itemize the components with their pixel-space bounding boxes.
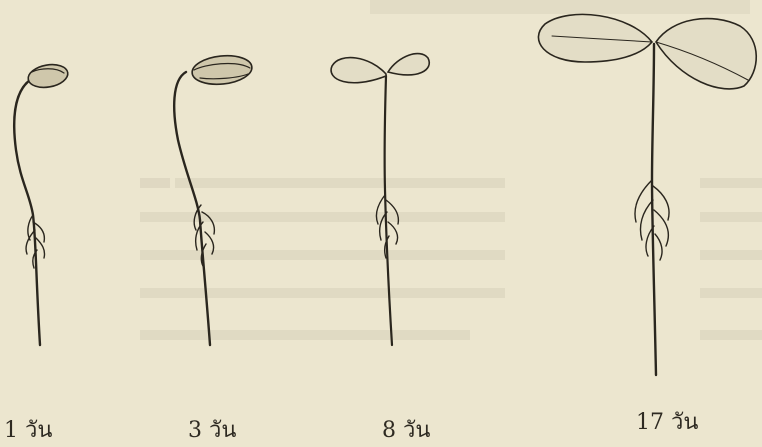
stage-label-day-17: 17 วัน <box>636 404 698 439</box>
stage-label-day-8: 8 วัน <box>382 412 430 447</box>
stage-label-day-1: 1 วัน <box>4 412 52 447</box>
stage-label-day-3: 3 วัน <box>188 412 236 447</box>
seedling-day-1 <box>14 62 69 345</box>
seedling-day-17 <box>538 14 756 375</box>
seedling-day-3 <box>174 53 253 345</box>
seedling-day-8 <box>331 54 429 345</box>
